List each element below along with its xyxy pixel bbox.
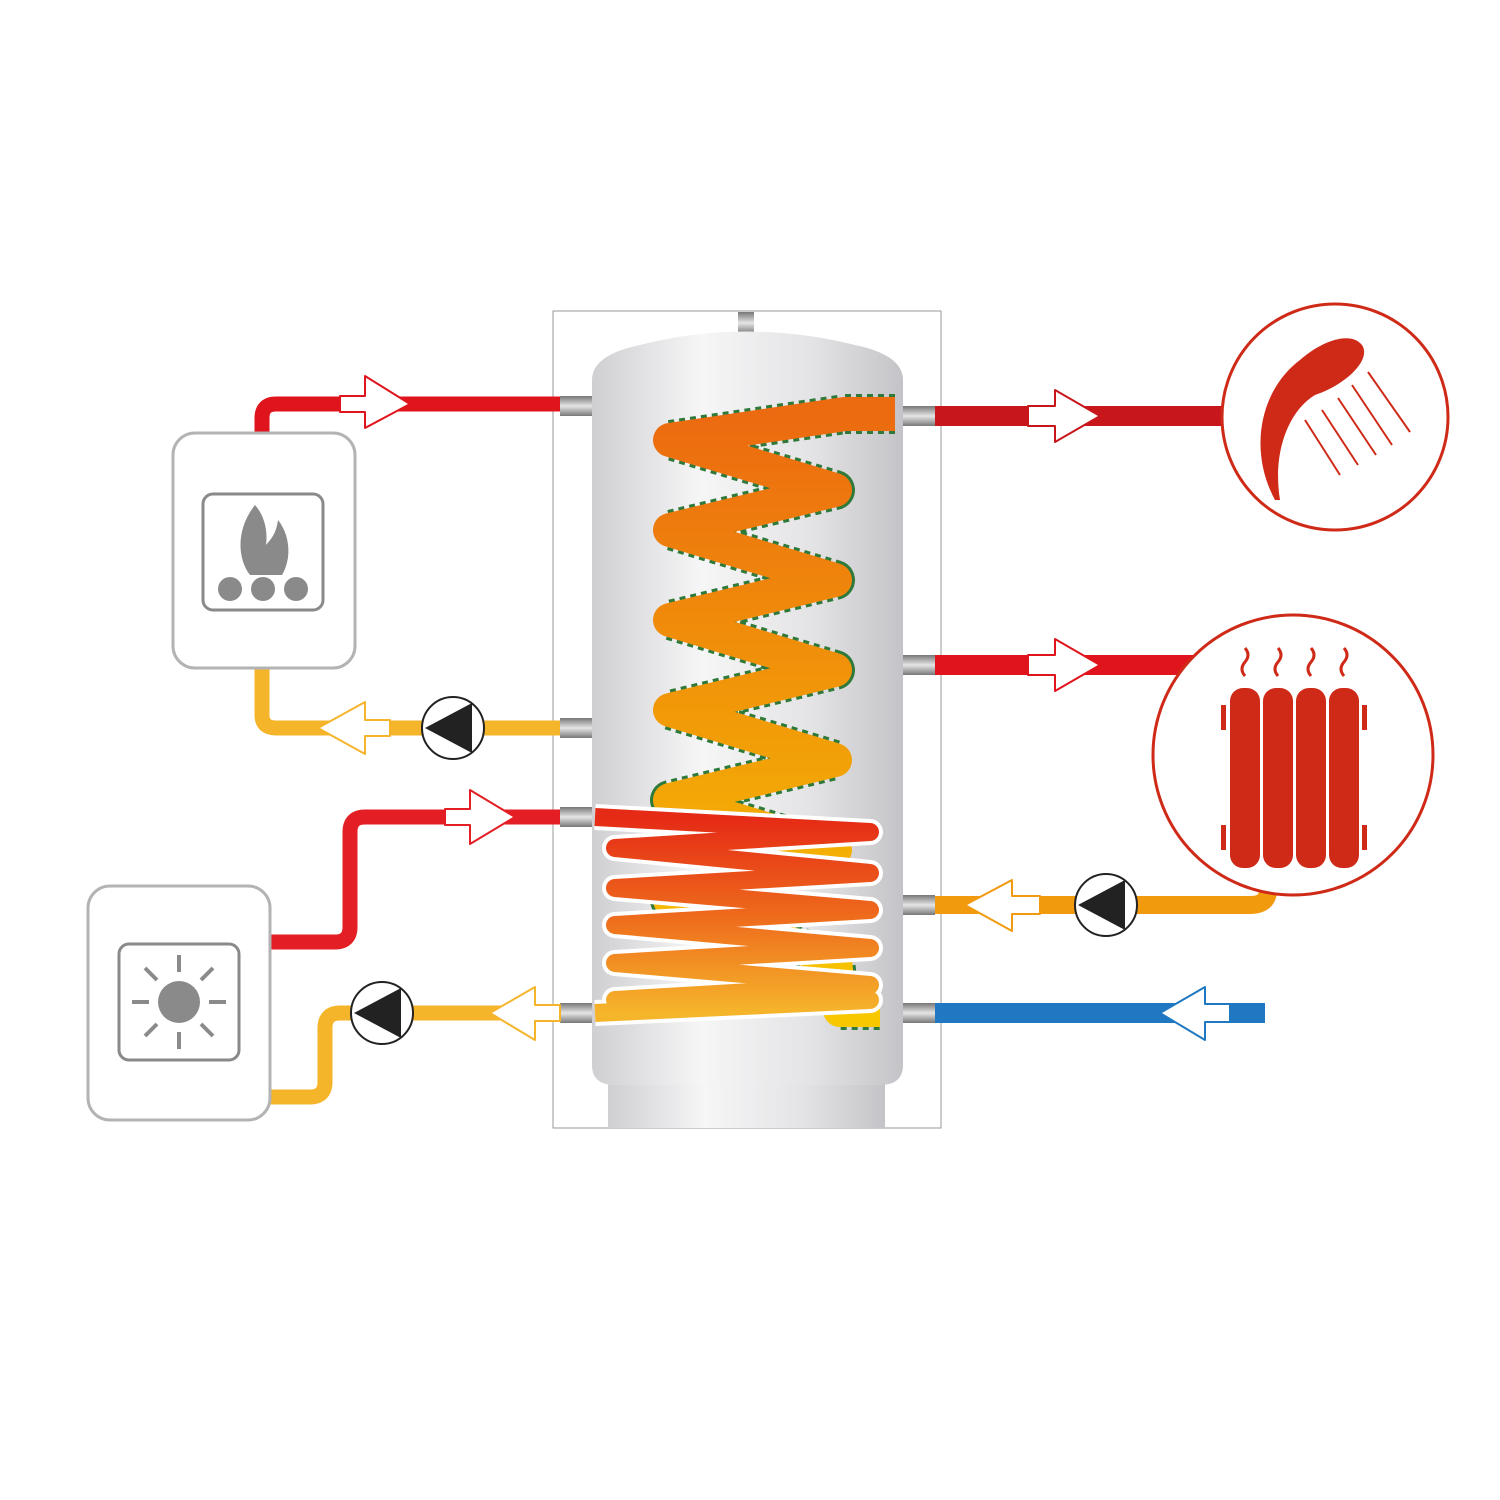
fuel-log-icon	[218, 577, 242, 601]
hollow-arrow-icon	[1159, 986, 1231, 1041]
fuel-log-icon	[284, 577, 308, 601]
boiler-flow-pipe	[254, 396, 562, 433]
steam-icon	[1240, 647, 1349, 677]
radiator-icon	[1221, 688, 1367, 868]
circulation-pump-icon	[1074, 873, 1138, 937]
flow-arrows	[317, 375, 1231, 1041]
hot-water-shower	[1220, 302, 1450, 532]
solid-fuel-boiler	[171, 431, 357, 670]
hollow-arrow-icon	[1027, 389, 1101, 443]
hollow-arrow-icon	[444, 789, 516, 845]
sun-icon	[132, 955, 226, 1049]
hollow-arrow-icon	[317, 701, 391, 755]
fuel-log-icon	[251, 577, 275, 601]
hollow-arrow-icon	[1027, 638, 1101, 692]
solar-return-pipe	[270, 1005, 562, 1105]
circulation-pump-icon	[421, 696, 485, 760]
solar-collector	[86, 884, 272, 1122]
hollow-arrow-icon	[489, 986, 561, 1041]
flame-icon	[240, 505, 289, 575]
solar-flow-pipe	[270, 809, 562, 950]
hollow-arrow-icon	[339, 375, 411, 429]
hollow-arrow-icon	[964, 879, 1041, 932]
boiler-return-pipe	[254, 668, 562, 736]
circulation-pump-icon	[350, 981, 414, 1045]
shower-icon	[1260, 338, 1365, 500]
pipes	[254, 396, 1277, 1105]
lower-solar-coil	[594, 804, 883, 1026]
tank-connectors	[560, 396, 935, 1023]
radiator-heating	[1151, 613, 1435, 897]
